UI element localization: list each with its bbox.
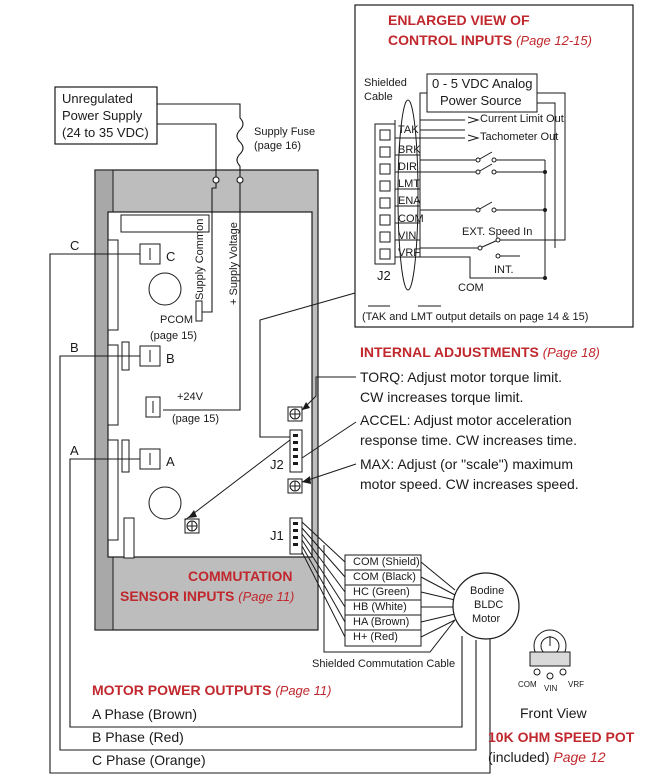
a-outer-label: A <box>70 443 79 458</box>
j1-board-label: J1 <box>270 528 284 543</box>
pcom-page: (page 15) <box>150 330 198 342</box>
pin-brk: BRK <box>398 144 421 156</box>
outputs-title-page: (Page 11) <box>275 683 332 698</box>
wire-hb-white: HB (White) <box>353 601 407 613</box>
ext-speed-label: EXT. Speed In <box>462 226 533 238</box>
com-label: COM <box>458 282 484 294</box>
front-view-label: Front View <box>520 705 587 721</box>
shielded-label2: Cable <box>364 91 393 103</box>
plus24-page: (page 15) <box>172 413 220 425</box>
outputs-title: MOTOR POWER OUTPUTS <box>92 682 272 698</box>
max-line1: MAX: Adjust (or "scale") maximum <box>360 456 573 472</box>
supply-line3: (24 to 35 VDC) <box>62 125 149 140</box>
pot-vin: VIN <box>544 684 558 693</box>
b-terminal-label: B <box>166 351 175 366</box>
pcom-label: PCOM <box>160 314 193 326</box>
j2-enlarged-label: J2 <box>377 268 391 283</box>
adjust-title-page: (Page 18) <box>542 345 600 360</box>
pin-vrf: VRF <box>398 247 420 259</box>
a-phase-label: A Phase (Brown) <box>92 706 198 722</box>
max-line2: motor speed. CW increases speed. <box>360 476 579 492</box>
commutation-cable-label: Shielded Commutation Cable <box>312 658 456 670</box>
fuse-label: Supply Fuse <box>254 126 316 138</box>
commutation-title-page: (Page 11) <box>238 589 295 604</box>
circuit-board <box>107 211 313 558</box>
enlarged-view-box <box>354 4 634 328</box>
supply-line1: Unregulated <box>62 91 133 106</box>
adjust-title: INTERNAL ADJUSTMENTS <box>360 344 539 360</box>
motor-line3: Motor <box>472 613 501 625</box>
analog-label1: 0 - 5 VDC Analog <box>432 76 533 91</box>
shielded-label1: Shielded <box>364 77 407 89</box>
power-supply-box <box>54 86 158 145</box>
wire-ha-brown: HA (Brown) <box>353 616 410 628</box>
pot-included: (included) <box>488 749 550 765</box>
supply-voltage-label: + Supply Voltage <box>228 222 240 305</box>
pin-tak: TAK <box>398 124 419 136</box>
pin-ena: ENA <box>398 195 421 207</box>
int-label: INT. <box>494 264 514 276</box>
wire-com-shield: COM (Shield) <box>353 556 420 568</box>
commutation-title2: SENSOR INPUTS <box>120 588 235 604</box>
supply-line2: Power Supply <box>62 108 143 123</box>
enlarged-title-page: (Page 12-15) <box>516 33 592 48</box>
supply-common-label: Supply Common <box>194 218 206 300</box>
plus24-label: +24V <box>177 391 203 403</box>
enlarged-title2: CONTROL INPUTS <box>388 32 513 48</box>
c-phase-label: C Phase (Orange) <box>92 752 206 768</box>
motor-line1: Bodine <box>470 585 505 597</box>
accel-line2: response time. CW increases time. <box>360 432 578 448</box>
torq-line1: TORQ: Adjust motor torque limit. <box>360 369 563 385</box>
pin-com: COM <box>398 213 424 225</box>
b-phase-label: B Phase (Red) <box>92 729 184 745</box>
current-limit-label: Current Limit Out <box>480 113 564 125</box>
enlarged-title1: ENLARGED VIEW OF <box>388 12 530 28</box>
torq-line2: CW increases torque limit. <box>360 389 524 405</box>
wire-hc-green: HC (Green) <box>353 586 410 598</box>
c-outer-label: C <box>70 238 80 253</box>
accel-line1: ACCEL: Adjust motor acceleration <box>360 412 572 428</box>
motor-line2: BLDC <box>474 599 504 611</box>
tach-out-label: Tachometer Out <box>480 131 559 143</box>
pot-com: COM <box>518 680 537 689</box>
pin-lmt: LMT <box>398 178 420 190</box>
enlarged-footnote: (TAK and LMT output details on page 14 &… <box>362 311 589 323</box>
speed-pot-icon <box>529 629 571 680</box>
pot-page: Page 12 <box>553 749 606 765</box>
pin-vin: VIN <box>398 230 417 242</box>
j2-board-label: J2 <box>270 457 284 472</box>
pot-vrf: VRF <box>568 680 584 689</box>
motor-circle <box>452 572 520 640</box>
a-terminal-label: A <box>166 454 175 469</box>
analog-label2: Power Source <box>440 93 522 108</box>
pin-dir: DIR <box>398 161 417 173</box>
wire-com-black: COM (Black) <box>353 571 416 583</box>
fuse-page: (page 16) <box>254 140 302 152</box>
pot-title: 10K OHM SPEED POT <box>488 729 635 745</box>
c-terminal-label: C <box>166 249 176 264</box>
wire-hplus-red: H+ (Red) <box>353 631 398 643</box>
commutation-title1: COMMUTATION <box>188 568 293 584</box>
b-outer-label: B <box>70 340 79 355</box>
